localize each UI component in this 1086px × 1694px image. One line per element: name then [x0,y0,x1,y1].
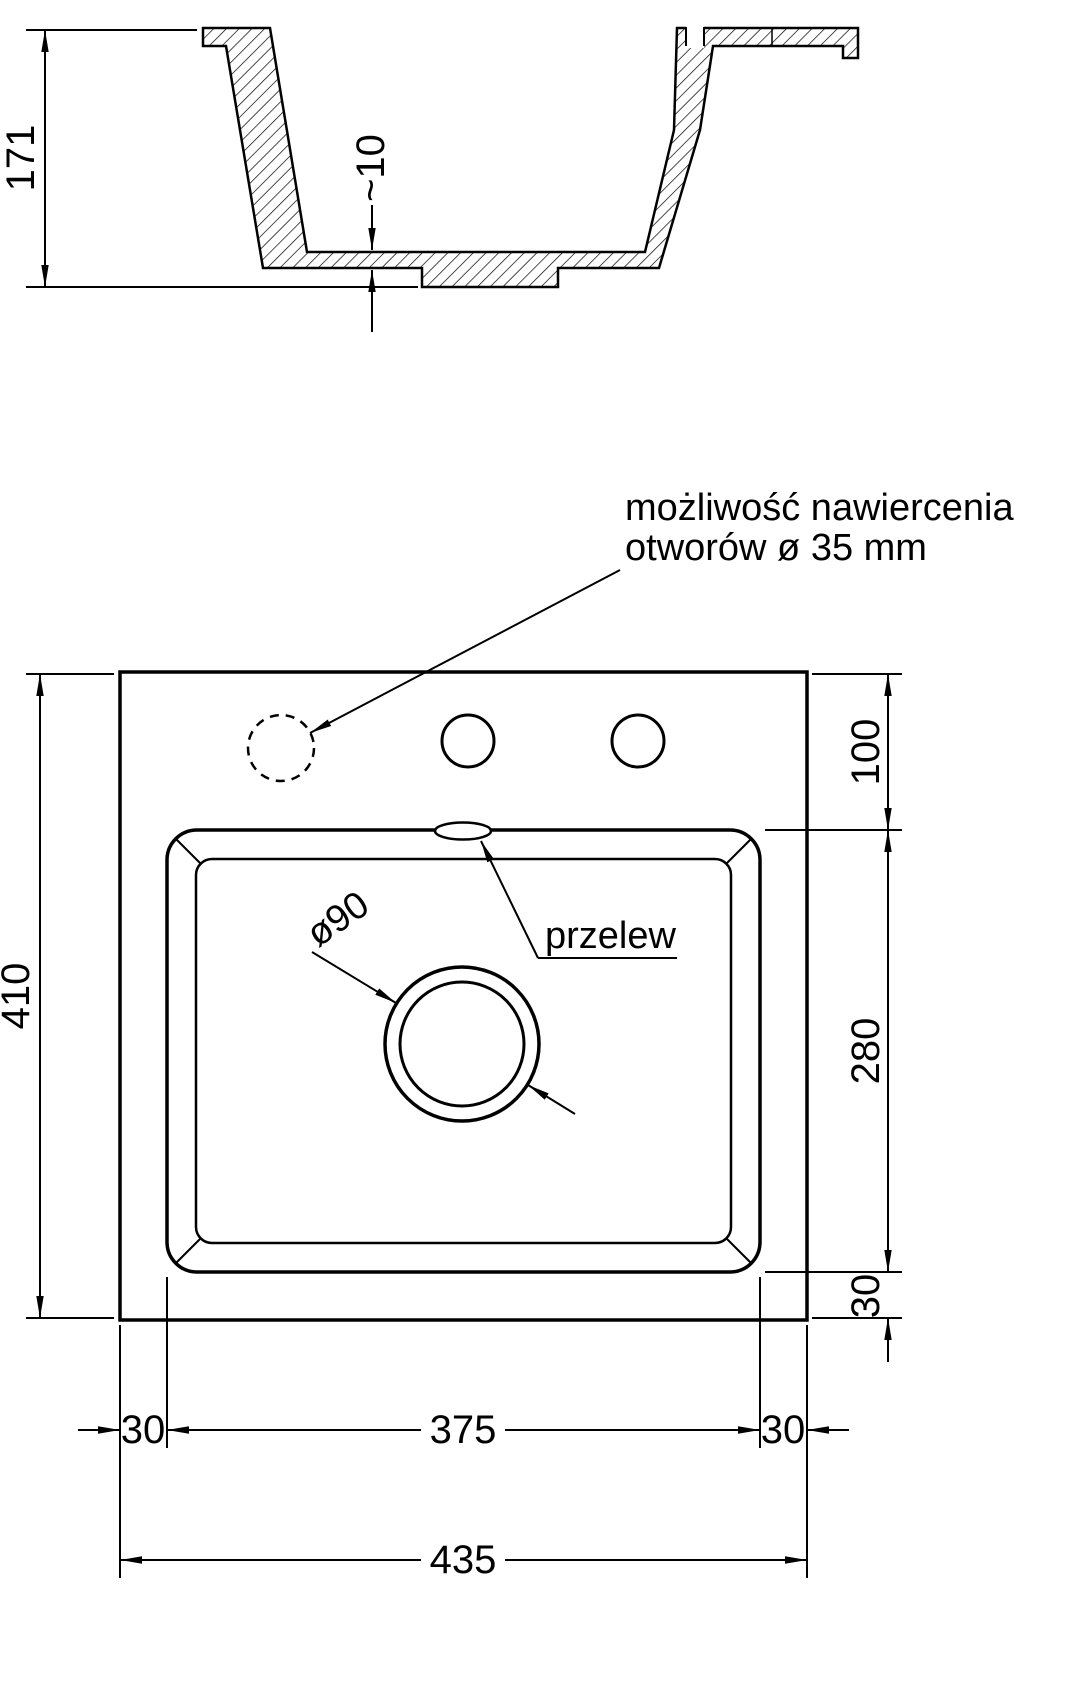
dim-plan-height-label: 410 [0,963,38,1030]
dim-deck-depth-100: 100 [844,674,892,830]
dim-bottom-thickness: ~10 [349,134,393,332]
bottom-extension-lines [119,1277,808,1578]
faucet-hole-2 [610,713,666,769]
overflow-note: przelew [480,840,677,959]
faucet-hole-1 [440,713,496,769]
dim-bowl-width-375: 375 [167,1408,760,1452]
section-faucet-hole [685,25,705,48]
overflow-label: przelew [545,915,676,957]
dim-total-width-label: 435 [430,1538,497,1582]
drill-note-line2: otworów ø 35 mm [625,527,927,569]
dim-depth-171: 171 [0,29,418,288]
drain-diameter-label: ø90 [299,883,377,955]
leader-line [480,840,539,959]
dim-depth-label: 171 [0,125,43,192]
dim-bowl-bottom-margin-label: 30 [844,1274,888,1319]
dim-total-width-435: 435 [120,1538,807,1582]
dim-plan-height-410: 410 [0,673,114,1319]
drain-outer-circle [383,965,541,1123]
optional-faucet-hole-dashed [246,713,316,783]
sink-cross-section [201,26,860,289]
dim-bowl-depth-label: 280 [844,1018,888,1085]
dim-left-margin-30: 30 [78,1408,165,1452]
drill-note: możliwość nawiercenia otworów ø 35 mm [309,487,1014,734]
bowl-outer-edge [165,828,762,1274]
overflow-slot [433,821,493,841]
dim-deck-depth-label: 100 [844,719,888,786]
dim-left-margin-label: 30 [121,1408,166,1452]
bowl-corner-ticks [175,838,752,1264]
dim-bottom-thickness-label: ~10 [349,134,393,202]
dim-bowl-depth-280: 280 [844,830,892,1272]
sink-outline [118,670,809,1322]
drain-diameter-note: ø90 [299,883,576,1115]
dim-bowl-bottom-margin-30: 30 [844,1274,892,1362]
leader-line [527,1084,576,1115]
leader-line [311,951,397,1004]
bowl-inner-edge [194,857,733,1245]
drill-note-line1: możliwość nawiercenia [625,487,1014,529]
section-view: 171 ~10 [0,25,860,332]
dim-right-margin-30: 30 [761,1408,849,1452]
dim-right-margin-label: 30 [761,1408,806,1452]
plan-view: możliwość nawiercenia otworów ø 35 mm pr… [0,487,1014,1582]
drain-inner-circle [398,980,526,1108]
leader-line [309,569,621,734]
dim-bowl-width-label: 375 [430,1408,497,1452]
